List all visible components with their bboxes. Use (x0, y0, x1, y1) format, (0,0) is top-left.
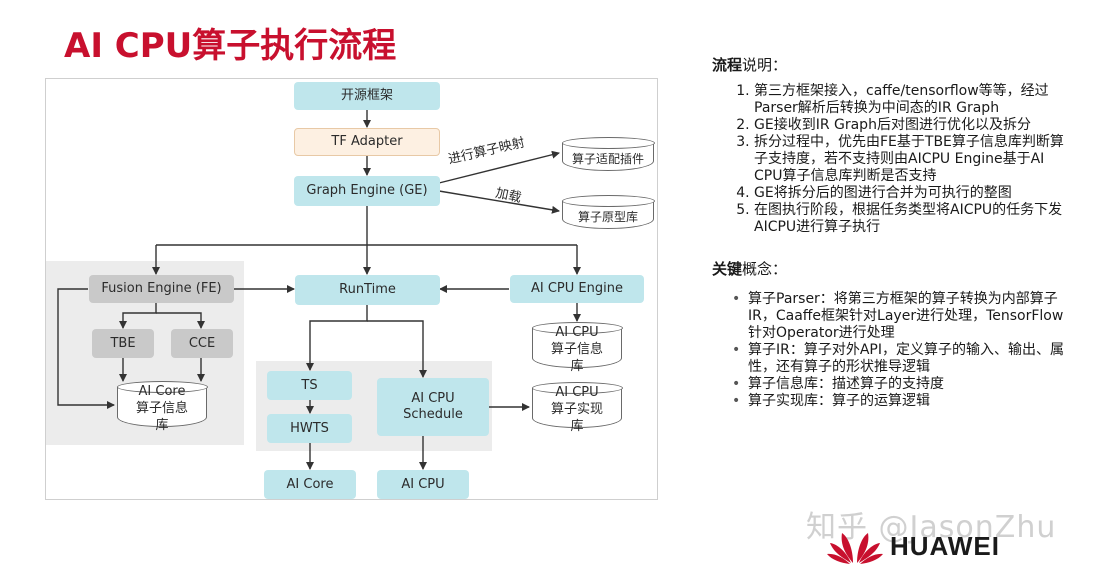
edge-ge-plugin (438, 150, 560, 184)
edge-runtime-ts (306, 305, 368, 371)
flow-steps: 第三方框架接入，caffe/tensorflow等等，经过Parser解析后转换… (712, 83, 1072, 236)
edge-ge-prototype (438, 190, 560, 214)
concept-item: 算子实现库：算子的运算逻辑 (732, 393, 1072, 410)
db-ai-core-info-lib: AI Core 算子信息库 (116, 381, 208, 433)
flow-heading: 流程说明： (712, 56, 788, 74)
flow-step: 在图执行阶段，根据任务类型将AICPU的任务下发AICPU进行算子执行 (754, 202, 1072, 236)
node-open-framework: 开源框架 (294, 82, 440, 110)
slide-title: AI CPU算子执行流程 (64, 26, 397, 66)
concept-item: 算子IR：算子对外API，定义算子的输入、输出、属性，还有算子的形状推导逻辑 (732, 342, 1072, 376)
watermark-text: 知乎 @JasonZhu (806, 510, 1057, 545)
node-runtime: RunTime (295, 275, 440, 305)
db-operator-adapter-plugin: 算子适配插件 (561, 137, 655, 171)
concept-item: 算子信息库：描述算子的支持度 (732, 376, 1072, 393)
node-cce: CCE (171, 329, 233, 358)
concepts-heading: 关键概念： (712, 260, 788, 278)
concept-list: 算子Parser：将第三方框架的算子转换为内部算子IR，Caaffe框架针对La… (712, 291, 1072, 410)
node-ai-cpu-schedule: AI CPU Schedule (377, 378, 489, 436)
node-ai-core: AI Core (264, 470, 356, 499)
flow-step: 拆分过程中，优先由FE基于TBE算子信息库判断算子支持度，若不支持则由AICPU… (754, 134, 1072, 185)
edge-fe-tbe (119, 303, 157, 329)
huawei-flower-icon (827, 533, 883, 564)
edge-fe-corelib (57, 288, 115, 409)
edge-runtime-schedule (367, 320, 427, 378)
node-ts: TS (267, 371, 352, 400)
node-hwts: HWTS (267, 414, 352, 443)
brand-name: HUAWEI (890, 530, 1000, 561)
node-fusion-engine: Fusion Engine (FE) (89, 275, 234, 303)
node-ai-cpu-engine: AI CPU Engine (510, 275, 644, 303)
diagram-connectors (57, 110, 581, 470)
huawei-logo: HUAWEI (826, 527, 1000, 565)
db-operator-prototype-lib: 算子原型库 (561, 195, 655, 229)
db-ai-cpu-impl-lib: AI CPU 算子实现库 (531, 382, 623, 434)
node-tf-adapter: TF Adapter (294, 128, 440, 156)
concept-item: 算子Parser：将第三方框架的算子转换为内部算子IR，Caaffe框架针对La… (732, 291, 1072, 342)
explanation-panel: 流程说明： 第三方框架接入，caffe/tensorflow等等，经过Parse… (712, 54, 1072, 410)
node-graph-engine: Graph Engine (GE) (294, 176, 440, 206)
edge-fe-cce (156, 312, 205, 329)
node-ai-cpu: AI CPU (377, 470, 469, 499)
node-tbe: TBE (92, 329, 154, 358)
flow-diagram: 进行算子映射 加载 开源框架 TF Adapter Graph Engine (… (45, 78, 658, 500)
db-ai-cpu-info-lib: AI CPU 算子信息库 (531, 322, 623, 374)
flow-step: 第三方框架接入，caffe/tensorflow等等，经过Parser解析后转换… (754, 83, 1072, 117)
flow-step: GE接收到IR Graph后对图进行优化以及拆分 (754, 117, 1072, 134)
flow-step: GE将拆分后的图进行合并为可执行的整图 (754, 185, 1072, 202)
